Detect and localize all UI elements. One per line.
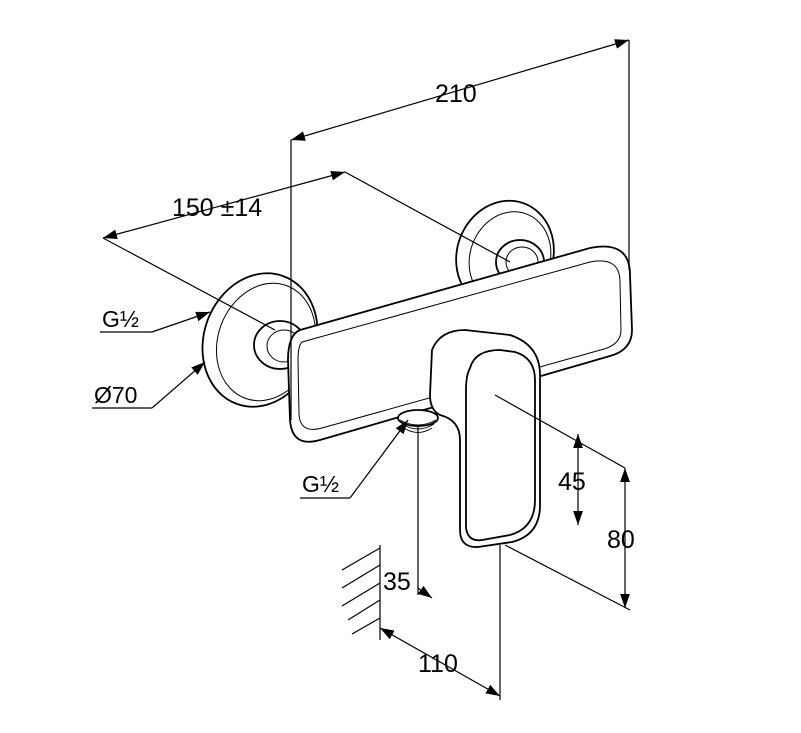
lever-handle (429, 329, 541, 548)
inlet-thread-callout: G½ (100, 306, 211, 333)
dimension-80-label: 80 (607, 526, 635, 554)
faucet-illustration (201, 199, 633, 548)
dimension-35-label: 35 (383, 568, 411, 596)
dimension-35: 35 (383, 425, 433, 599)
inlet-thread-label: G½ (102, 306, 139, 332)
dimension-110-label: 110 (418, 650, 458, 678)
dimension-150: 150 ±14 (102, 170, 511, 331)
outlet-thread-callout: G½ (300, 419, 409, 499)
dimension-210-label: 210 (435, 80, 477, 108)
dimension-210: 210 (290, 39, 630, 420)
wall-hatching (341, 545, 381, 640)
dimension-45: 45 (494, 394, 626, 525)
dimension-110: 110 (379, 545, 501, 700)
dimension-80: 80 (504, 468, 635, 611)
dimension-150-label: 150 ±14 (172, 194, 262, 222)
dimension-45-label: 45 (558, 468, 586, 496)
outlet-thread-label: G½ (302, 471, 339, 497)
diameter-label: Ø70 (94, 382, 137, 408)
diameter-callout: Ø70 (92, 361, 206, 409)
